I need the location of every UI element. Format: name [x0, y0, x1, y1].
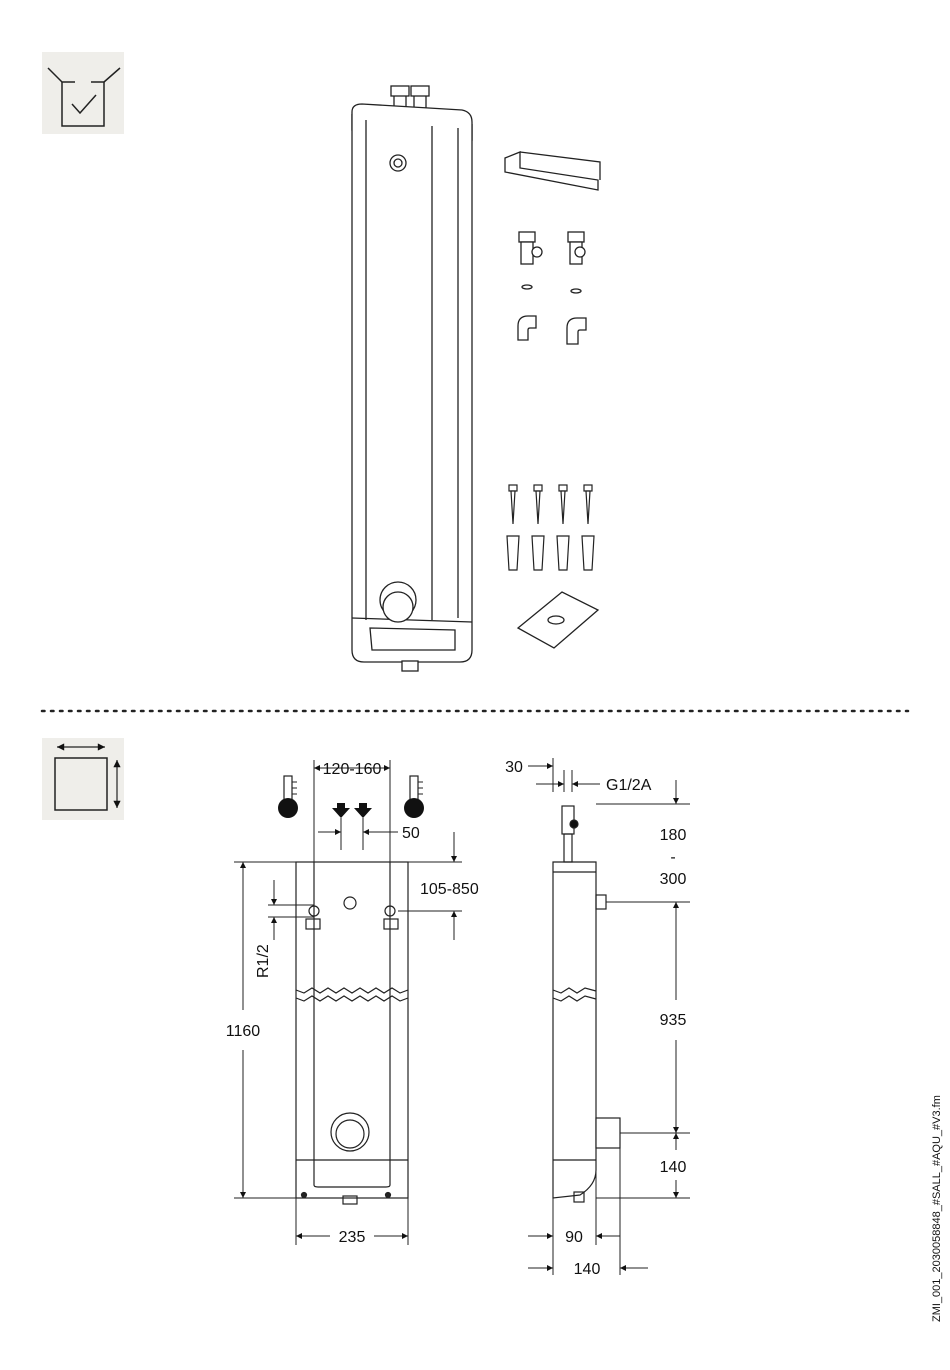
front-view-drawing	[296, 862, 408, 1204]
dim-depth-140: 140	[574, 1261, 601, 1278]
dim-top-range-dash: -	[670, 849, 675, 866]
cold-water-thermometer-icon	[404, 776, 424, 818]
shower-panel-illustration	[352, 86, 472, 671]
dim-thread-connector: G1/2A	[606, 777, 652, 794]
dim-depth-90: 90	[565, 1229, 583, 1246]
dim-height: 1160	[226, 1023, 261, 1040]
stop-valve-illustration	[519, 232, 585, 293]
document-reference: ZMI_001_2030058848_#SALL_#AQU_#V3.fm	[931, 1095, 943, 1322]
dim-inlet-height: 105-850	[420, 881, 479, 898]
hot-water-thermometer-icon	[278, 776, 298, 818]
dim-inlet-offset: 50	[402, 825, 420, 842]
flow-direction-icon	[332, 803, 372, 818]
screws-and-plugs-illustration	[507, 485, 594, 570]
wall-bracket-illustration	[505, 152, 600, 190]
dim-thread-inlet: R1/2	[255, 944, 272, 978]
dim-top-range-1: 180	[660, 827, 687, 844]
pipe-elbow-illustration	[518, 316, 586, 344]
dimensions-square-icon	[42, 738, 124, 820]
side-view-drawing	[553, 806, 620, 1202]
dim-bottom: 140	[660, 1159, 687, 1176]
dim-top-range-2: 300	[660, 871, 687, 888]
grease-sachet-illustration	[518, 592, 598, 648]
box-checkmark-icon	[42, 52, 124, 134]
dim-width: 235	[339, 1229, 366, 1246]
dim-depth-top: 30	[505, 759, 523, 776]
dim-spacing-top: 120-160	[323, 761, 382, 778]
dim-middle: 935	[660, 1012, 687, 1029]
